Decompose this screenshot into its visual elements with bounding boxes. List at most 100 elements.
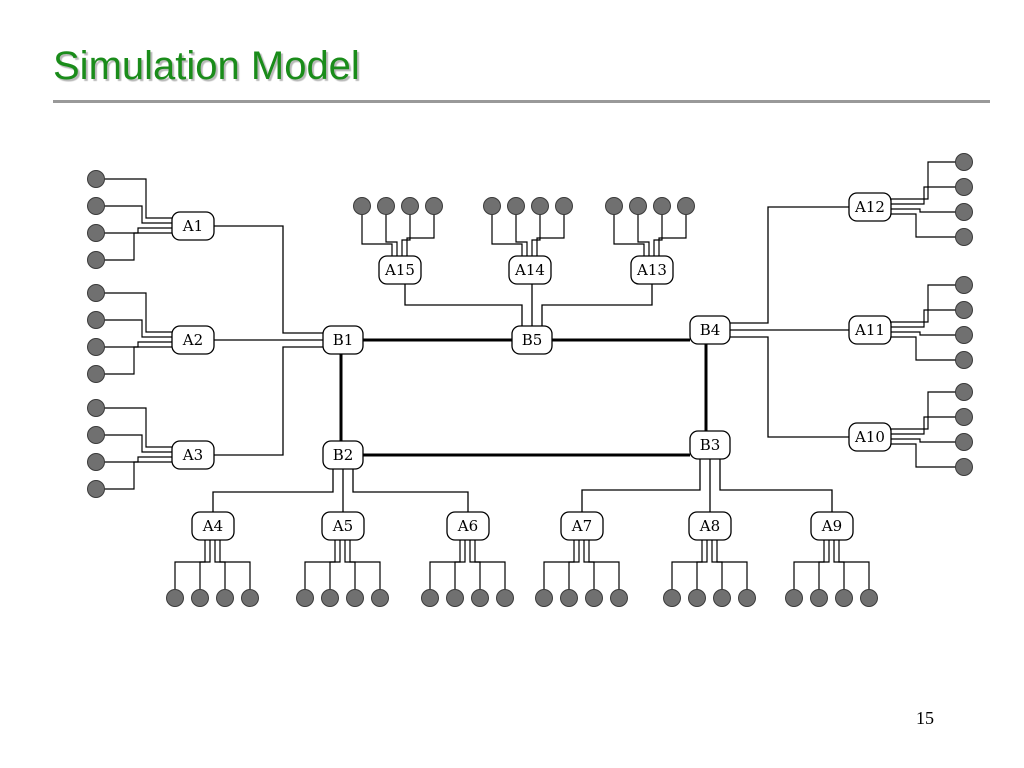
slide-title: Simulation Model <box>53 44 360 88</box>
access-node-box-a4 <box>191 511 235 541</box>
host-a13-4 <box>677 197 695 215</box>
access-node-label-a13: A13 <box>636 261 667 279</box>
access-node-label-a12: A12 <box>854 198 885 216</box>
host-a4-4 <box>241 589 259 607</box>
access-node-box-a2 <box>171 325 215 355</box>
access-node-box-a10 <box>848 422 892 452</box>
host-link-a13-3 <box>653 206 663 256</box>
host-link-a1-3 <box>96 227 172 234</box>
host-link-a11-2 <box>891 309 964 328</box>
host-a3-4 <box>87 480 105 498</box>
host-a13-2 <box>629 197 647 215</box>
host-a2-2 <box>87 311 105 329</box>
host-a14-4 <box>555 197 573 215</box>
host-link-a13-4 <box>658 206 687 256</box>
host-a6-4 <box>496 589 514 607</box>
host-a11-3 <box>955 326 973 344</box>
host-a15-1 <box>353 197 371 215</box>
access-node-a2: A2 <box>171 325 215 355</box>
host-a4-2 <box>191 589 209 607</box>
access-node-box-a6 <box>446 511 490 541</box>
backbone-node-label-b4: B4 <box>700 321 721 339</box>
access-link-a4-b2 <box>212 469 334 512</box>
access-link-a1-b1 <box>214 225 323 334</box>
host-link-a13-1 <box>613 206 645 256</box>
access-node-label-a10: A10 <box>854 428 885 446</box>
host-link-a11-3 <box>891 331 964 336</box>
host-a10-3 <box>955 433 973 451</box>
access-node-box-a3 <box>171 440 215 470</box>
access-link-a3-b1 <box>214 346 323 456</box>
access-link-a6-b2 <box>352 469 469 512</box>
backbone-node-label-b1: B1 <box>333 331 354 349</box>
host-a11-2 <box>955 301 973 319</box>
host-link-a4-4 <box>219 540 251 598</box>
host-link-a5-2 <box>329 540 341 598</box>
host-link-a1-2 <box>96 205 172 224</box>
hosts-layer <box>87 153 973 607</box>
host-a3-1 <box>87 399 105 417</box>
title-rule <box>53 100 990 103</box>
host-link-a2-1 <box>96 292 172 333</box>
backbone-node-b2: B2 <box>322 440 364 470</box>
links-layer <box>96 161 964 598</box>
host-a11-4 <box>955 351 973 369</box>
host-a2-4 <box>87 365 105 383</box>
host-a8-3 <box>713 589 731 607</box>
host-link-a6-4 <box>474 540 506 598</box>
backbone-node-label-b2: B2 <box>333 446 354 464</box>
host-a15-3 <box>401 197 419 215</box>
host-link-a14-4 <box>536 206 565 256</box>
host-link-a6-2 <box>454 540 466 598</box>
access-node-a1: A1 <box>171 211 215 241</box>
host-a9-1 <box>785 589 803 607</box>
access-node-label-a14: A14 <box>514 261 545 279</box>
host-a10-1 <box>955 383 973 401</box>
host-a6-1 <box>421 589 439 607</box>
host-link-a12-1 <box>891 161 964 200</box>
access-node-a7: A7 <box>560 511 604 541</box>
host-a15-2 <box>377 197 395 215</box>
host-link-a15-3 <box>401 206 411 256</box>
host-a3-3 <box>87 453 105 471</box>
access-node-label-a5: A5 <box>332 517 353 535</box>
host-link-a3-2 <box>96 434 172 453</box>
access-node-label-a1: A1 <box>182 217 203 235</box>
host-link-a12-3 <box>891 208 964 213</box>
host-a8-4 <box>738 589 756 607</box>
host-a15-4 <box>425 197 443 215</box>
host-link-a13-2 <box>637 206 650 256</box>
host-a10-2 <box>955 408 973 426</box>
access-node-label-a2: A2 <box>182 331 203 349</box>
backbone-node-label-b5: B5 <box>522 331 543 349</box>
access-node-box-a12 <box>848 192 892 222</box>
host-link-a12-2 <box>891 186 964 205</box>
host-a6-2 <box>446 589 464 607</box>
access-node-box-a13 <box>630 255 674 285</box>
host-a7-2 <box>560 589 578 607</box>
host-link-a14-2 <box>515 206 528 256</box>
host-link-a9-2 <box>818 540 830 598</box>
host-link-a2-2 <box>96 319 172 338</box>
host-a1-2 <box>87 197 105 215</box>
host-a12-1 <box>955 153 973 171</box>
host-a5-1 <box>296 589 314 607</box>
access-node-box-a8 <box>688 511 732 541</box>
backbone-node-b1: B1 <box>322 325 364 355</box>
host-link-a8-4 <box>716 540 748 598</box>
access-node-label-a9: A9 <box>821 517 842 535</box>
host-link-a8-1 <box>671 540 703 598</box>
host-link-a2-3 <box>96 341 172 348</box>
host-a5-3 <box>346 589 364 607</box>
access-node-a10: A10 <box>848 422 892 452</box>
host-a3-2 <box>87 426 105 444</box>
host-link-a3-4 <box>96 461 172 490</box>
host-link-a10-1 <box>891 391 964 430</box>
host-link-a2-4 <box>96 346 172 375</box>
access-node-box-a7 <box>560 511 604 541</box>
host-link-a3-1 <box>96 407 172 448</box>
host-a2-3 <box>87 338 105 356</box>
host-link-a4-2 <box>199 540 211 598</box>
host-a14-2 <box>507 197 525 215</box>
backbone-node-box-b1 <box>322 325 364 355</box>
